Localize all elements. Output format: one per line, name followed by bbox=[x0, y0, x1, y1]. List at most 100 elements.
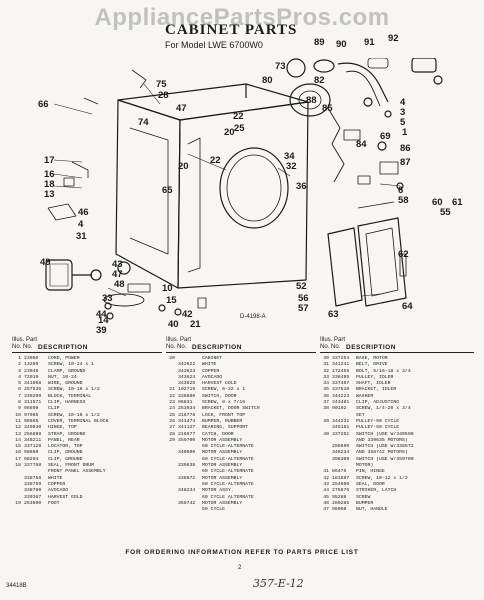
callout-34: 34 bbox=[284, 151, 295, 162]
part-description: WHITE bbox=[202, 362, 217, 368]
illus-number: 15 bbox=[15, 444, 21, 450]
illus-number: 28 bbox=[169, 431, 175, 437]
part-description: 60 CYCLE ALTERNATE bbox=[202, 494, 254, 500]
part-number: 23048 bbox=[24, 368, 39, 374]
part-description: NUT, 10-24 bbox=[48, 374, 77, 380]
part-number: 72919 bbox=[24, 374, 39, 380]
part-number: 337510 bbox=[332, 387, 350, 393]
part-description: FOOT bbox=[48, 500, 60, 506]
part-description: 60 CYCLE-ALTERNATE bbox=[202, 469, 254, 475]
part-number: 280285 bbox=[332, 500, 350, 506]
part-description: AVOCADO bbox=[202, 374, 223, 380]
exhaust-duct bbox=[337, 62, 389, 103]
part-description: CLIP, ADJUSTING bbox=[356, 400, 400, 406]
illus-number: 9 bbox=[18, 406, 21, 412]
parts-row: MOTOR) bbox=[320, 463, 474, 469]
part-description: BOLT, 5/16-18 x 3/4 bbox=[356, 368, 411, 374]
part-number: 337758 bbox=[24, 463, 42, 469]
illus-number: 13 bbox=[15, 431, 21, 437]
column-header-no: No. No. bbox=[166, 344, 187, 350]
ordering-note: FOR ORDERING INFORMATION REFER TO PARTS … bbox=[125, 549, 359, 556]
parts-row: 60 CYCLE ALTERNATE bbox=[166, 495, 316, 501]
callout-18: 18 bbox=[44, 179, 55, 190]
illus-number: 37 bbox=[323, 400, 329, 406]
part-number: 337128 bbox=[24, 444, 42, 450]
illus-number: 33 bbox=[323, 374, 329, 380]
part-number: 298690 bbox=[332, 444, 350, 450]
illus-number: 22 bbox=[169, 393, 175, 399]
column-header-illus-part: Illus. Part bbox=[320, 337, 346, 343]
part-number: 337254 bbox=[332, 356, 350, 361]
illus-number: 21 bbox=[169, 387, 175, 393]
part-description: SEAL, FRONT DRUM bbox=[48, 463, 95, 469]
part-number: 13205 bbox=[24, 362, 39, 368]
part-number: 23960 bbox=[24, 356, 39, 361]
part-number: 341068 bbox=[24, 381, 42, 387]
part-number: 340500 bbox=[178, 450, 196, 456]
callout-31: 31 bbox=[76, 231, 87, 242]
illus-number: 29 bbox=[169, 437, 175, 443]
part-number: 316776 bbox=[178, 412, 196, 418]
illus-number: 41 bbox=[323, 469, 329, 475]
part-description: CLIP bbox=[48, 406, 60, 412]
part-number: 98058 bbox=[332, 507, 347, 513]
callout-52: 52 bbox=[296, 281, 307, 292]
part-description: SCREW, 1/4-20 x 3/4 bbox=[356, 406, 411, 412]
part-number: 339635 bbox=[178, 463, 196, 469]
callout-4-right: 4 bbox=[400, 97, 406, 108]
callout-49: 49 bbox=[40, 257, 51, 268]
callout-84: 84 bbox=[356, 139, 367, 150]
part-description: SCREW, 6-32 x 1 bbox=[202, 387, 246, 393]
part-description: NUT, HANDLE bbox=[356, 507, 388, 513]
part-description: HARVEST GOLD bbox=[202, 381, 237, 387]
part-number: 339299 bbox=[24, 393, 42, 399]
parts-row: 60 CYCLE-ALTERNATE bbox=[166, 469, 316, 475]
illus-number: 40 bbox=[323, 431, 329, 437]
illus-number: 12 bbox=[15, 425, 21, 431]
part-description: CLIP, GROUND bbox=[48, 456, 83, 462]
callout-85: 85 bbox=[322, 103, 333, 114]
part-number: 254606 bbox=[332, 481, 350, 487]
callout-75: 75 bbox=[156, 79, 167, 90]
part-description: PIN, HINGE bbox=[356, 469, 385, 475]
part-description: SCREW bbox=[356, 494, 371, 500]
callout-17: 17 bbox=[44, 155, 55, 166]
part-number: 345151 bbox=[332, 425, 350, 431]
part-description: SWITCH (USE W/340500 bbox=[356, 431, 414, 437]
column-header-no: No. No. bbox=[320, 344, 341, 350]
part-number: 341241 bbox=[332, 362, 350, 368]
illus-number: 10 bbox=[15, 412, 21, 418]
parts-row: SET bbox=[320, 413, 474, 419]
callout-10: 10 bbox=[162, 283, 173, 294]
door-handle bbox=[399, 253, 407, 277]
part-number: 337251 bbox=[332, 431, 350, 437]
illus-number: 47 bbox=[323, 507, 329, 513]
part-description: MOTOR ASSEMBLY bbox=[202, 463, 243, 469]
blower-housing bbox=[289, 83, 331, 117]
illus-number: 32 bbox=[323, 368, 329, 374]
part-number: 338760 bbox=[24, 488, 42, 494]
